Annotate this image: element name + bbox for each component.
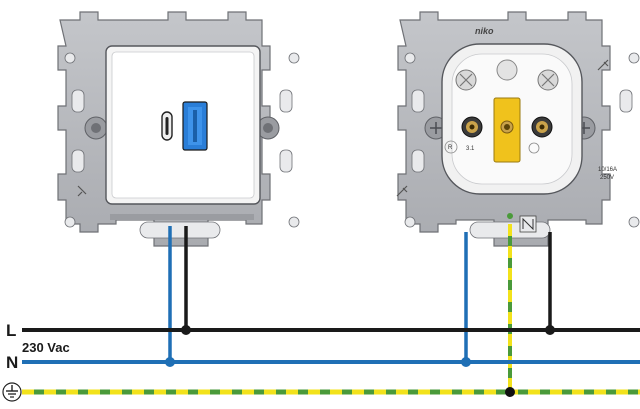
- neutral-label: N: [6, 353, 18, 372]
- line-label: L: [6, 321, 16, 340]
- neutral-wire: [22, 226, 640, 367]
- line-wire: [22, 226, 640, 335]
- usb-charger-module: [57, 11, 300, 247]
- voltage-label: 230 Vac: [22, 340, 70, 355]
- wrench-icon: [597, 59, 609, 71]
- pin-size-label: 3.1: [466, 146, 475, 152]
- rating-voltage-label: 250V: [600, 175, 614, 181]
- socket-outlet-module: R 3.1 10/16A 250V niko: [77, 11, 640, 247]
- wrench-icon: [77, 185, 87, 197]
- rating-current-label: 10/16A: [598, 167, 617, 173]
- ground-icon: [2, 382, 22, 402]
- svg-text:R: R: [448, 145, 453, 151]
- wrench-icon: [396, 185, 408, 197]
- brand-logo: niko: [475, 26, 494, 36]
